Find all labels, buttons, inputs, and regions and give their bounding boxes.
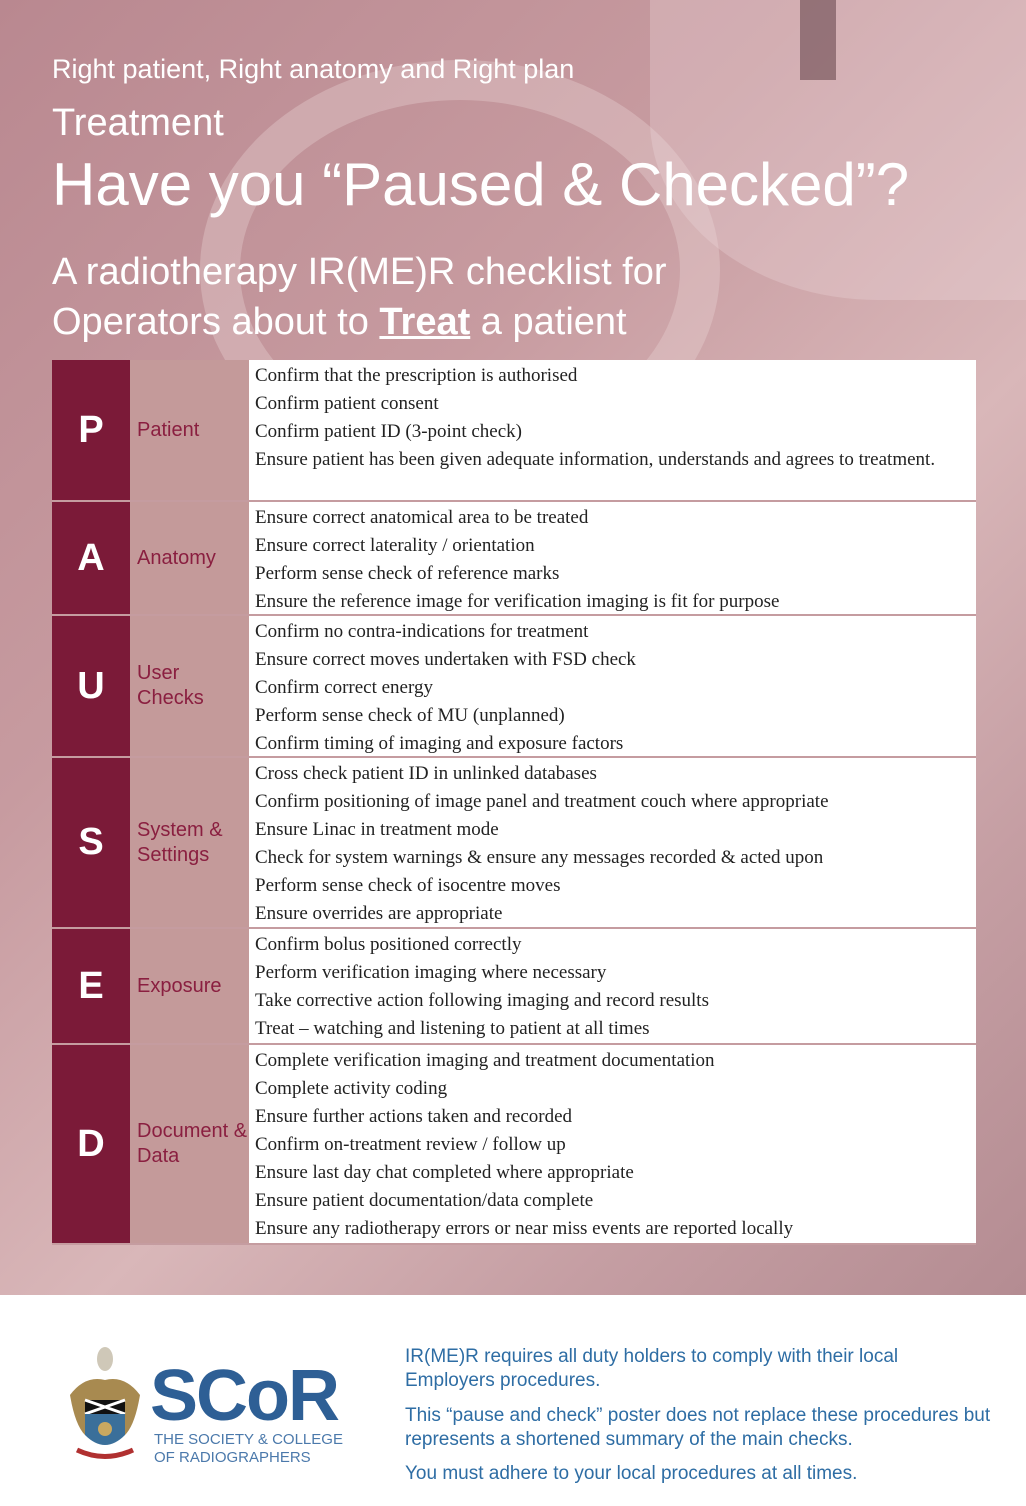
footer-note-1: IR(ME)R requires all duty holders to com… — [405, 1346, 899, 1391]
scor-logo-text: SCoR — [150, 1356, 340, 1436]
checklist-item: Take corrective action following imaging… — [255, 990, 709, 1011]
checklist-item: Ensure correct anatomical area to be tre… — [255, 507, 589, 528]
footer-note-3: You must adhere to your local procedures… — [405, 1463, 858, 1484]
row-letter: S — [52, 758, 130, 927]
row-items: Cross check patient ID in unlinked datab… — [249, 758, 976, 927]
row-label: Exposure — [130, 929, 249, 1043]
row-label: User Checks — [130, 616, 249, 756]
checklist-item: Perform sense check of reference marks — [255, 563, 560, 584]
checklist-item: Confirm no contra-indications for treatm… — [255, 621, 589, 642]
background-handle — [800, 0, 836, 80]
checklist-item: Complete verification imaging and treatm… — [255, 1050, 715, 1071]
page-title: Have you “Paused & Checked”? — [52, 151, 910, 218]
row-letter: D — [52, 1045, 130, 1243]
checklist-item: Ensure patient documentation/data comple… — [255, 1190, 594, 1211]
checklist-item: Ensure patient has been given adequate i… — [255, 449, 936, 470]
row-letter: P — [52, 360, 130, 500]
checklist-item: Confirm positioning of image panel and t… — [255, 791, 829, 812]
checklist-item: Confirm timing of imaging and exposure f… — [255, 733, 624, 754]
subtitle-emphasis: Treat — [379, 301, 471, 343]
checklist-item: Ensure overrides are appropriate — [255, 903, 503, 924]
row-items: Ensure correct anatomical area to be tre… — [249, 502, 976, 614]
scor-logo-subtitle: THE SOCIETY & COLLEGE OF RADIOGRAPHERS — [154, 1431, 343, 1467]
checklist-item: Ensure correct moves undertaken with FSD… — [255, 649, 636, 670]
checklist-item: Ensure further actions taken and recorde… — [255, 1106, 573, 1127]
logo-sub-line2: OF RADIOGRAPHERS — [154, 1449, 311, 1466]
subtitle-line1: A radiotherapy IR(ME)R checklist for — [52, 251, 667, 293]
checklist-item: Cross check patient ID in unlinked datab… — [255, 763, 597, 784]
row-letter: E — [52, 929, 130, 1043]
checklist-item: Confirm that the prescription is authori… — [255, 365, 578, 386]
checklist-item: Ensure the reference image for verificat… — [255, 591, 780, 612]
checklist-item: Ensure Linac in treatment mode — [255, 819, 499, 840]
checklist-item: Perform sense check of MU (unplanned) — [255, 705, 565, 726]
row-items: Confirm that the prescription is authori… — [249, 360, 976, 500]
logo-sub-line1: THE SOCIETY & COLLEGE — [154, 1431, 343, 1448]
checklist-item: Confirm patient ID (3-point check) — [255, 421, 522, 442]
subtitle: A radiotherapy IR(ME)R checklist for Ope… — [52, 247, 667, 347]
checklist-item: Ensure correct laterality / orientation — [255, 535, 535, 556]
scor-crest-logo — [70, 1347, 140, 1459]
hero-background: Right patient, Right anatomy and Right p… — [0, 0, 1026, 1295]
checklist-item: Confirm correct energy — [255, 677, 433, 698]
footer: SCoR THE SOCIETY & COLLEGE OF RADIOGRAPH… — [0, 1295, 1026, 1506]
checklist-item: Check for system warnings & ensure any m… — [255, 847, 824, 868]
row-label: Document & Data — [130, 1045, 249, 1243]
row-label: System & Settings — [130, 758, 249, 927]
subtitle-line2: Operators about to Treat a patient — [52, 297, 667, 347]
checklist-item: Perform sense check of isocentre moves — [255, 875, 561, 896]
checklist-item: Ensure any radiotherapy errors or near m… — [255, 1218, 794, 1239]
row-items: Confirm no contra-indications for treatm… — [249, 616, 976, 756]
header-line1: Right patient, Right anatomy and Right p… — [52, 54, 575, 84]
checklist-item: Confirm bolus positioned correctly — [255, 934, 522, 955]
header-line2: Treatment — [52, 102, 224, 144]
checklist-item: Treat – watching and listening to patien… — [255, 1018, 650, 1039]
checklist-item: Complete activity coding — [255, 1078, 448, 1099]
checklist-item: Ensure last day chat completed where app… — [255, 1162, 634, 1183]
subtitle-pre: Operators about to — [52, 301, 380, 343]
subtitle-post: a patient — [470, 301, 627, 343]
checklist-item: Confirm on-treatment review / follow up — [255, 1134, 566, 1155]
row-label: Anatomy — [130, 502, 249, 614]
checklist-item: Perform verification imaging where neces… — [255, 962, 607, 983]
footer-note-2: This “pause and check” poster does not r… — [405, 1405, 991, 1450]
checklist-item: Confirm patient consent — [255, 393, 439, 414]
row-letter: U — [52, 616, 130, 756]
row-items: Complete verification imaging and treatm… — [249, 1045, 976, 1243]
row-label: Patient — [130, 360, 249, 500]
row-letter: A — [52, 502, 130, 614]
